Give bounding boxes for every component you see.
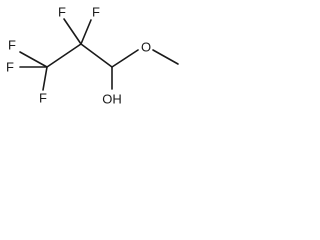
bond-c1-c2: [46, 43, 82, 68]
bond-c2-f-right: [80, 19, 92, 45]
atom-label-group: F F F F F O OH: [6, 5, 151, 107]
bond-c2-c3: [80, 43, 113, 68]
bond-c3-o: [111, 49, 139, 68]
atom-oxygen-methoxy: O: [141, 40, 151, 55]
atom-f-left-upper: F: [8, 38, 16, 53]
bond-group: [19, 18, 179, 91]
bond-c1-f-lower: [42, 66, 48, 91]
atom-f-top-right: F: [92, 5, 100, 20]
atom-f-top-left: F: [58, 5, 66, 20]
bond-c1-f-upper: [19, 51, 48, 68]
atom-f-left-middle: F: [6, 60, 14, 75]
chemical-structure-diagram: F F F F F O OH: [6, 5, 179, 107]
atom-f-left-lower: F: [39, 91, 47, 106]
bond-o-ch3: [152, 49, 179, 65]
bond-c2-f-left: [63, 18, 82, 45]
atom-hydroxyl: OH: [102, 92, 122, 107]
